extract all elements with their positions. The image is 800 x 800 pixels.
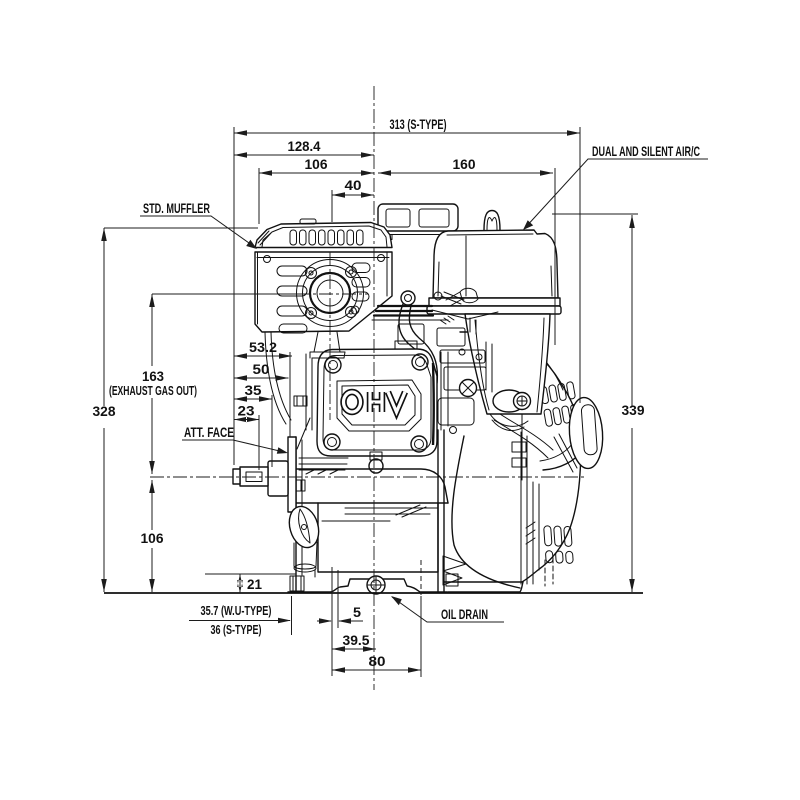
svg-text:(EXHAUST GAS OUT): (EXHAUST GAS OUT): [109, 383, 197, 398]
svg-text:106: 106: [141, 531, 164, 546]
svg-text:39.5: 39.5: [343, 633, 370, 648]
svg-text:160: 160: [453, 157, 476, 172]
svg-text:339: 339: [622, 403, 645, 418]
svg-text:328: 328: [93, 404, 116, 419]
svg-text:35.7 (W.U-TYPE): 35.7 (W.U-TYPE): [201, 603, 272, 618]
svg-text:STD. MUFFLER: STD. MUFFLER: [143, 200, 210, 216]
svg-text:128.4: 128.4: [288, 139, 321, 154]
svg-text:36 (S-TYPE): 36 (S-TYPE): [211, 622, 262, 637]
svg-text:106: 106: [305, 157, 328, 172]
svg-text:23: 23: [238, 404, 256, 419]
svg-text:80: 80: [369, 654, 386, 669]
svg-text:163: 163: [142, 369, 164, 384]
svg-text:40: 40: [345, 178, 362, 193]
svg-text:OIL DRAIN: OIL DRAIN: [441, 607, 488, 622]
svg-text:35: 35: [245, 383, 263, 398]
svg-text:21: 21: [247, 577, 262, 592]
svg-text:DUAL AND SILENT AIR/C: DUAL AND SILENT AIR/C: [592, 143, 700, 159]
svg-text:5: 5: [353, 605, 362, 620]
svg-text:ATT. FACE: ATT. FACE: [184, 425, 234, 440]
svg-text:313 (S-TYPE): 313 (S-TYPE): [390, 117, 447, 132]
svg-text:53.2: 53.2: [249, 340, 277, 355]
svg-text:50: 50: [253, 362, 270, 377]
